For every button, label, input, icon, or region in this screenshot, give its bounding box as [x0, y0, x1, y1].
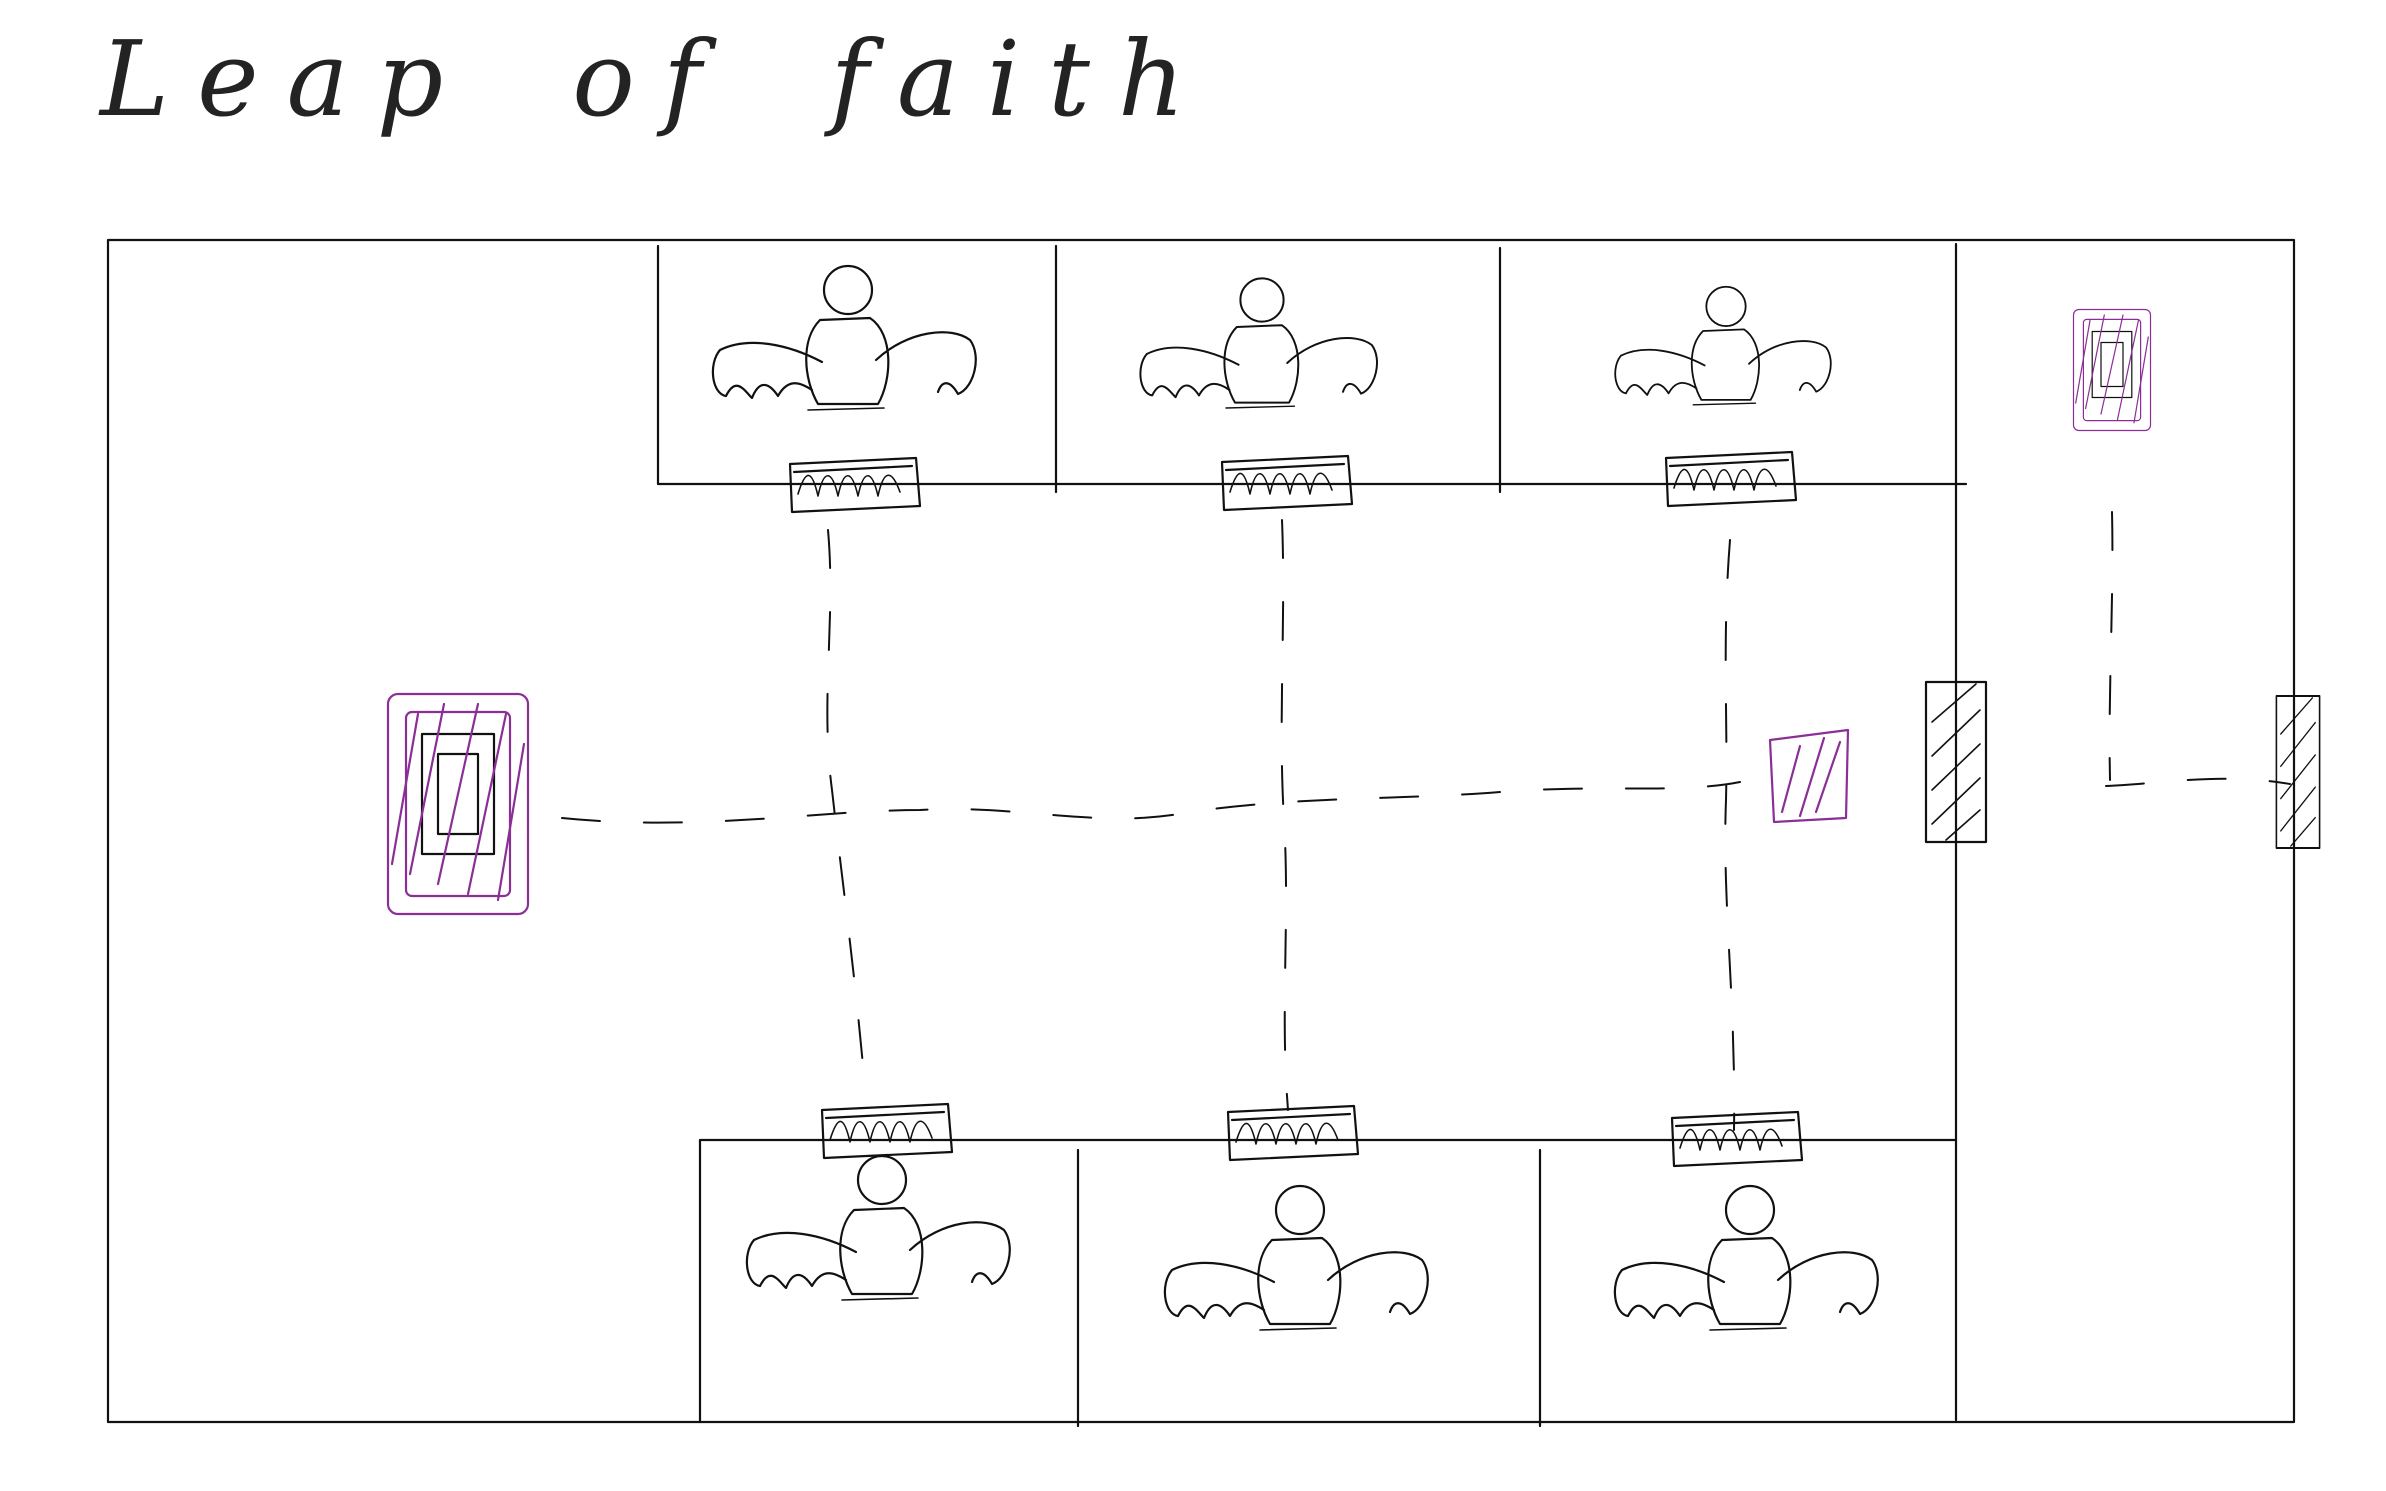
page-title: Leap of faith — [100, 18, 1213, 140]
doorway-icon — [2072, 308, 2152, 432]
pedestal-icon — [1664, 450, 1798, 508]
pedestal-icon — [820, 1102, 954, 1160]
sightline-dashed — [1280, 519, 1289, 1111]
angel-statue-icon — [745, 1154, 1011, 1302]
sightline-dashed — [826, 529, 867, 1101]
top-alcove-row — [656, 244, 1968, 486]
angel-statue-icon — [711, 264, 977, 412]
pedestal-icon — [1226, 1104, 1360, 1162]
bottom-alcove-row — [698, 1138, 1958, 1424]
hatched-barrier-icon — [2275, 694, 2321, 850]
room-outline — [106, 238, 2296, 1424]
small-marker-icon — [1768, 728, 1850, 824]
doorway-icon — [386, 692, 530, 916]
angel-statue-icon — [1163, 1184, 1429, 1332]
angel-statue-icon — [1139, 277, 1378, 409]
angel-statue-icon — [1614, 285, 1832, 406]
sightline-dashed — [2108, 511, 2114, 781]
route-dashed — [561, 781, 1741, 824]
route-dashed — [2105, 777, 2291, 787]
angel-statue-icon — [1613, 1184, 1879, 1332]
sightline-dashed — [1724, 539, 1736, 1131]
